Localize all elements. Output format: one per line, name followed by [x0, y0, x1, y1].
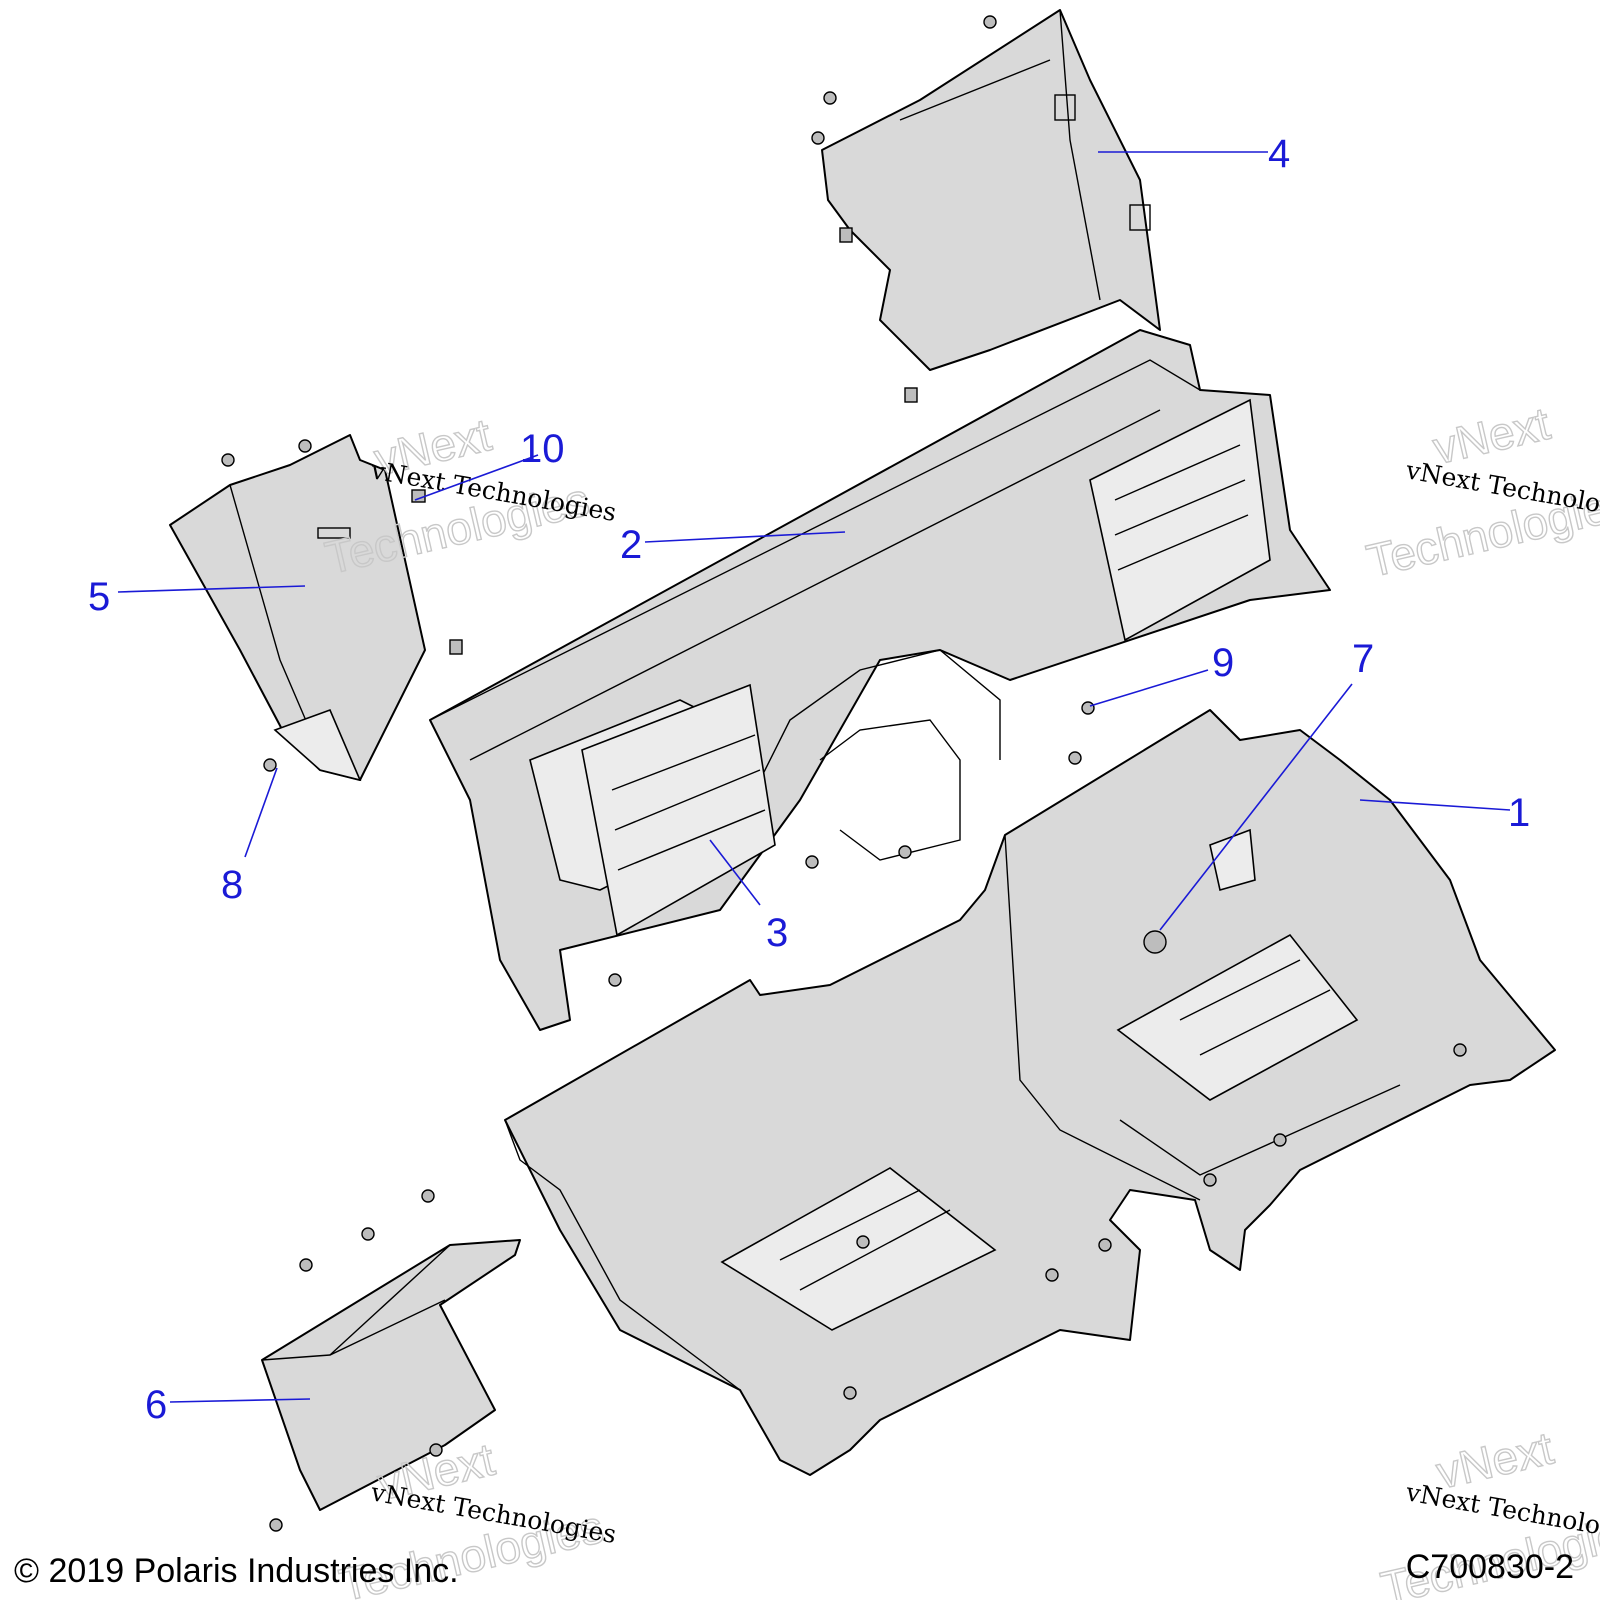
fastener [811, 131, 825, 145]
callout-6: 6 [145, 1383, 167, 1427]
part-6-shield [261, 1239, 521, 1511]
fastener [421, 1189, 435, 1203]
callout-labels: 1 2 3 4 5 6 7 8 9 10 [88, 132, 1530, 1427]
fastener [298, 439, 312, 453]
fastener [608, 973, 622, 987]
part-3-cover-plate-right [1089, 398, 1271, 642]
fastener [449, 639, 463, 655]
leader-line-2 [644, 531, 846, 543]
leader-line-1 [1359, 799, 1511, 811]
leader-line-6 [169, 1398, 311, 1403]
fastener [1081, 701, 1095, 715]
callout-10: 10 [520, 427, 565, 471]
fastener [1068, 751, 1082, 765]
callout-7: 7 [1352, 637, 1374, 681]
fastener [983, 15, 997, 29]
leader-line-5 [117, 585, 306, 593]
leader-line-3 [709, 839, 761, 906]
callout-3: 3 [766, 911, 788, 955]
callout-1: 1 [1508, 791, 1530, 835]
part-4-upper-panel [821, 9, 1161, 371]
callout-5: 5 [88, 575, 110, 619]
part-5-side-panel [169, 434, 426, 782]
leader-lines [117, 151, 1511, 1403]
callout-8: 8 [221, 863, 243, 907]
fastener [1273, 1133, 1287, 1147]
fastener [1453, 1043, 1467, 1057]
fastener [839, 227, 853, 243]
fastener [299, 1258, 313, 1272]
fastener [1098, 1238, 1112, 1252]
figure-code: C700830-2 [1405, 1548, 1574, 1586]
fastener [856, 1235, 870, 1249]
fastener [429, 1443, 443, 1457]
fastener [269, 1518, 283, 1532]
fastener [843, 1386, 857, 1400]
callout-2: 2 [620, 523, 642, 567]
leader-line-8 [244, 767, 278, 858]
fastener [823, 91, 837, 105]
callout-9: 9 [1212, 641, 1234, 685]
fastener [361, 1227, 375, 1241]
callout-4: 4 [1268, 132, 1290, 176]
fastener [805, 855, 819, 869]
part-3-cover-plate-left [581, 683, 776, 937]
fastener [904, 387, 918, 403]
fastener [1143, 930, 1167, 954]
fastener [221, 453, 235, 467]
copyright-notice: © 2019 Polaris Industries Inc. [14, 1552, 459, 1590]
fastener [898, 845, 912, 859]
leader-line-10 [414, 454, 539, 501]
fastener [1045, 1268, 1059, 1282]
part-1-floor-tub [504, 709, 1556, 1476]
leader-line-9 [1089, 669, 1209, 707]
leader-line-7 [1159, 683, 1353, 931]
fasteners [221, 15, 1467, 1532]
fastener [1203, 1173, 1217, 1187]
fastener [263, 758, 277, 772]
